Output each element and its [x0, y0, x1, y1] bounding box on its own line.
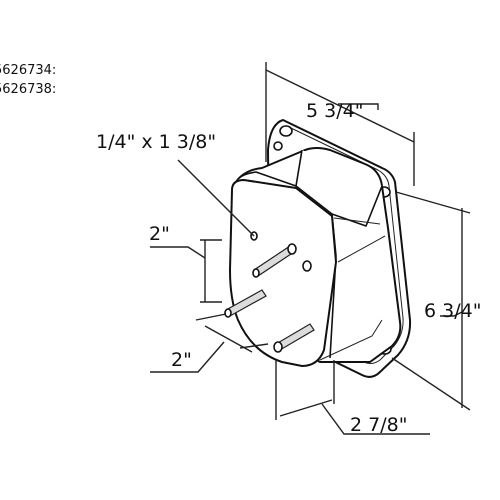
stud-middle [224, 289, 267, 318]
stud-size-dimension: 1/4" x 1 3/8" [96, 131, 255, 237]
stud-top [252, 243, 297, 278]
flange-height-dimension: 6 3/4" [391, 191, 481, 411]
flange-height-label: 6 3/4" [424, 300, 481, 322]
flange-width-label: 5 3/4" [306, 100, 363, 122]
stud-bottom [273, 323, 315, 353]
horizontal-spacing-label: 2" [171, 349, 192, 371]
lamp-housing [229, 147, 402, 367]
vent-hole-icon [302, 260, 312, 272]
part-number-2: 5626738: [0, 82, 56, 97]
depth-label: 2 7/8" [350, 414, 407, 436]
flange-width-dimension: 5 3/4" [265, 62, 415, 186]
screw-icon [273, 141, 283, 151]
vertical-spacing-label: 2" [149, 223, 170, 245]
horizontal-spacing-dimension: 2" [150, 313, 269, 373]
screw-icon [279, 125, 293, 137]
vertical-spacing-dimension: 2" [149, 223, 222, 303]
mounting-studs [224, 231, 315, 353]
part-number-1: 5626734: [0, 63, 56, 78]
stud-size-label: 1/4" x 1 3/8" [96, 131, 216, 153]
depth-dimension: 2 7/8" [275, 360, 430, 436]
